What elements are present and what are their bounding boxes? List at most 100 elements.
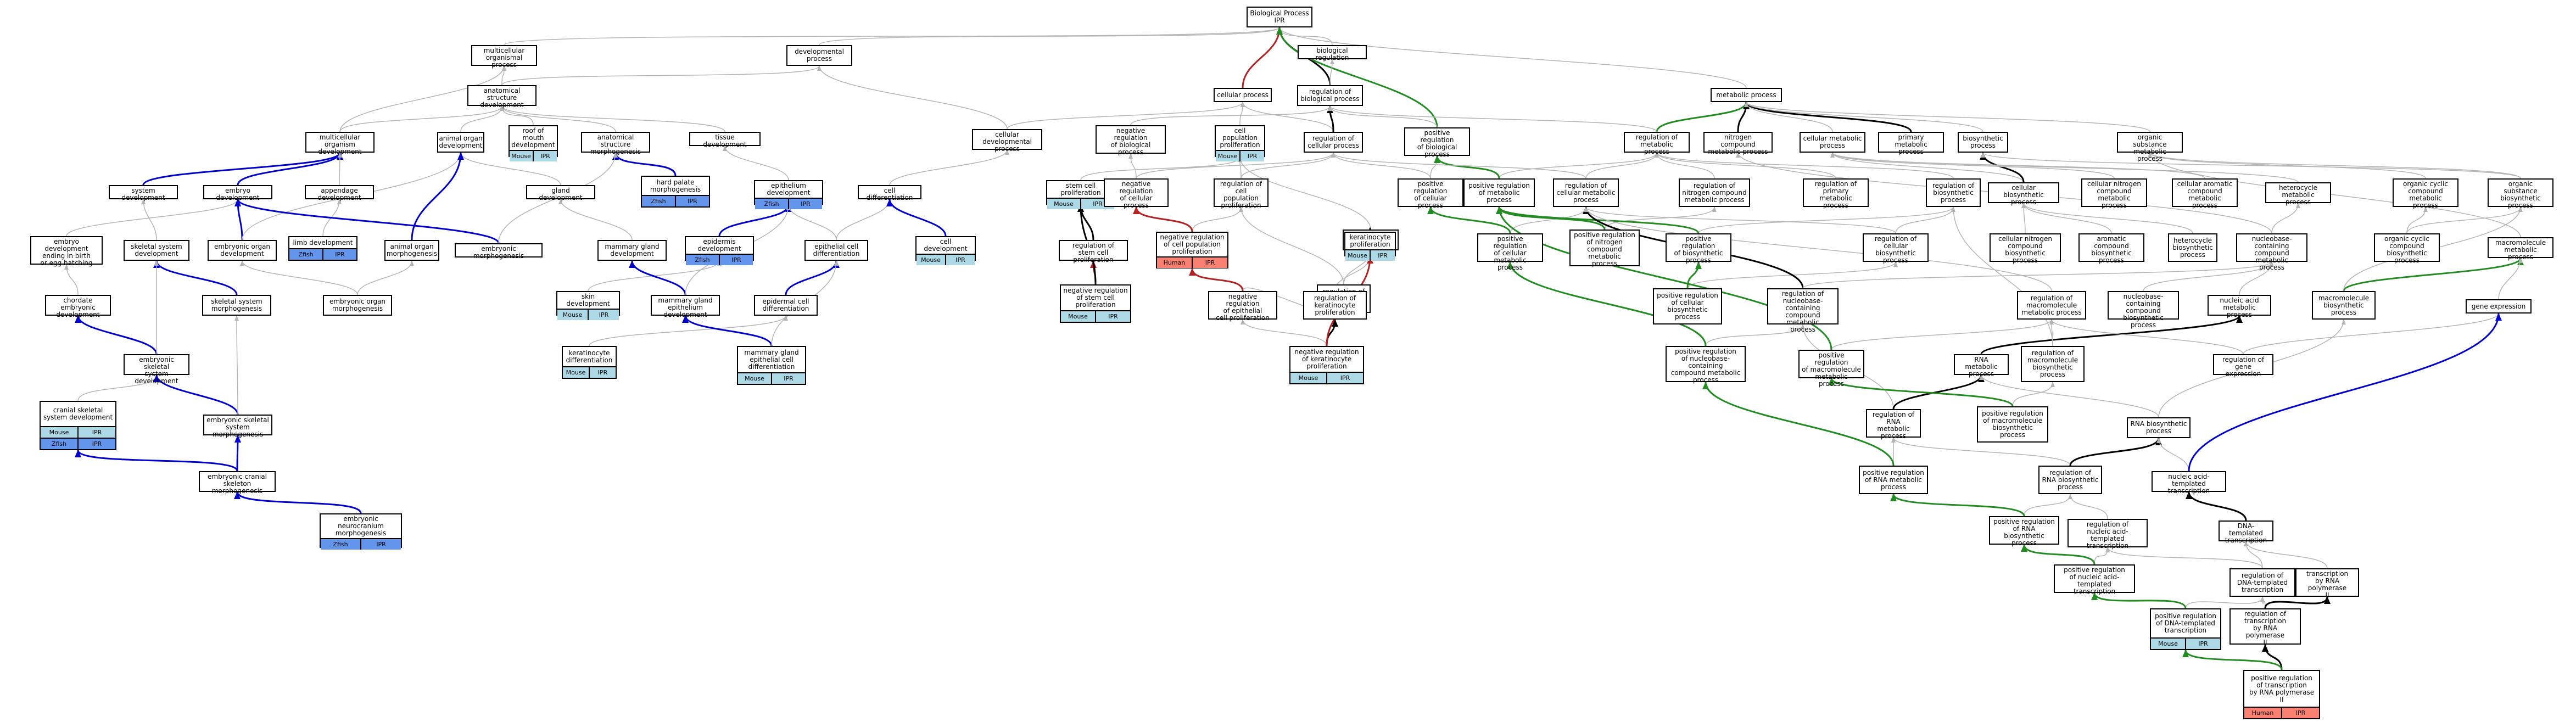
go-term-node[interactable]: cell differentiation: [858, 185, 921, 202]
go-term-node[interactable]: regulation of nucleobase-containing comp…: [1767, 288, 1839, 333]
go-term-node[interactable]: positive regulation of biological proces…: [1404, 127, 1470, 158]
go-term-node[interactable]: negative regulation of stem cell prolife…: [1060, 284, 1131, 323]
go-term-node[interactable]: animal organ morphogenesis: [384, 240, 439, 261]
go-term-node[interactable]: Biological Process IPR: [1247, 7, 1312, 27]
go-term-node[interactable]: animal organ development: [437, 132, 484, 153]
go-term-node[interactable]: heterocycle metabolic process: [2265, 182, 2331, 206]
go-term-node[interactable]: system development: [109, 185, 178, 202]
go-term-node[interactable]: positive regulation of nitrogen compound…: [1569, 230, 1640, 267]
go-term-node[interactable]: organic cyclic compound biosynthetic pro…: [2374, 233, 2440, 264]
go-term-node[interactable]: metabolic process: [1711, 88, 1782, 102]
go-term-node[interactable]: regulation of transcription by RNA polym…: [2229, 608, 2301, 646]
go-term-node[interactable]: cellular biosynthetic process: [1988, 182, 2059, 206]
go-term-node[interactable]: regulation of RNA metabolic process: [1866, 409, 1921, 440]
go-term-node[interactable]: regulation of macromolecule metabolic pr…: [2017, 291, 2086, 320]
go-term-node[interactable]: regulation of nitrogen compound metaboli…: [1679, 178, 1750, 207]
go-term-node[interactable]: regulation of nucleic acid-templated tra…: [2067, 519, 2148, 550]
go-term-node[interactable]: regulation of metabolic process: [1624, 132, 1690, 155]
go-term-node[interactable]: regulation of cellular metabolic process: [1553, 178, 1619, 207]
go-term-node[interactable]: mammary gland epithelium development: [651, 295, 720, 318]
go-term-node[interactable]: anatomical structure morphogenesis: [581, 132, 650, 155]
go-term-node[interactable]: gene expression: [2466, 299, 2532, 314]
go-term-node[interactable]: nucleic acid-templated transcription: [2152, 471, 2226, 495]
go-term-node[interactable]: organic substance biosynthetic process: [2488, 178, 2553, 209]
go-term-node[interactable]: nucleobase-containing compound biosynthe…: [2108, 291, 2179, 329]
go-term-node[interactable]: regulation of RNA biosynthetic process: [2038, 466, 2102, 494]
go-term-node[interactable]: regulation of cell population proliferat…: [1214, 178, 1269, 209]
go-term-node[interactable]: primary metabolic process: [1878, 132, 1944, 155]
go-term-node[interactable]: positive regulation of RNA biosynthetic …: [1989, 516, 2059, 547]
go-term-node[interactable]: tissue development: [689, 132, 761, 148]
go-term-node[interactable]: embryonic skeletal system morphogenesis: [203, 415, 272, 438]
go-term-node[interactable]: embryo development ending in birth or eg…: [30, 236, 103, 267]
go-term-node[interactable]: chordate embryonic development: [45, 295, 111, 318]
go-term-node[interactable]: positive regulation of cellular biosynth…: [1653, 288, 1722, 324]
go-term-node[interactable]: positive regulation of macromolecule bio…: [1977, 406, 2048, 443]
go-term-node[interactable]: skeletal system development: [124, 240, 189, 261]
go-term-node[interactable]: organic cyclic compound metabolic proces…: [2393, 178, 2458, 209]
go-term-node[interactable]: RNA metabolic process: [1954, 354, 2009, 378]
go-term-node[interactable]: cellular metabolic process: [1800, 132, 1865, 153]
go-term-node[interactable]: biological regulation: [1298, 45, 1367, 61]
go-term-node[interactable]: biosynthetic process: [1958, 132, 2008, 153]
go-term-node[interactable]: nucleic acid metabolic process: [2208, 295, 2271, 318]
go-term-node[interactable]: negative regulation of cellular process: [1104, 178, 1169, 209]
go-term-node[interactable]: mammary gland development: [597, 240, 667, 261]
go-term-node[interactable]: regulation of biological process: [1297, 85, 1363, 106]
go-term-node[interactable]: negative regulation of biological proces…: [1096, 125, 1166, 156]
go-term-node[interactable]: regulation of primary metabolic process: [1803, 178, 1869, 209]
go-term-node[interactable]: developmental process: [786, 45, 852, 66]
go-term-node[interactable]: embryo development: [203, 185, 272, 202]
go-term-node[interactable]: cellular aromatic compound metabolic pro…: [2172, 178, 2238, 209]
go-term-node[interactable]: positive regulation of nucleic acid-temp…: [2054, 564, 2135, 595]
go-term-node[interactable]: organic substance metabolic process: [2117, 132, 2183, 163]
go-term-node[interactable]: positive regulation of DNA-templated tra…: [2150, 608, 2221, 650]
go-term-node[interactable]: transcription by RNA polymerase II: [2295, 568, 2359, 599]
go-term-node[interactable]: regulation of cellular biosynthetic proc…: [1863, 233, 1929, 264]
go-term-node[interactable]: positive regulation of metabolic process: [1463, 178, 1535, 207]
go-term-node[interactable]: macromolecule biosynthetic process: [2312, 291, 2376, 320]
go-term-node[interactable]: cellular nitrogen compound metabolic pro…: [2081, 178, 2147, 209]
go-term-node[interactable]: regulation of DNA-templated transcriptio…: [2229, 568, 2295, 597]
go-term-node[interactable]: positive regulation of RNA metabolic pro…: [1859, 466, 1928, 494]
go-term-node[interactable]: epithelial cell differentiation: [804, 240, 868, 261]
go-term-node[interactable]: embryonic organ morphogenesis: [323, 295, 392, 316]
go-term-node[interactable]: heterocycle biosynthetic process: [2168, 233, 2217, 262]
go-term-node[interactable]: negative regulation of cell population p…: [1156, 232, 1228, 268]
go-term-node[interactable]: cellular developmental process: [972, 129, 1042, 153]
go-term-node[interactable]: appendage development: [305, 185, 374, 202]
go-term-node[interactable]: positive regulation of cellular process: [1398, 178, 1463, 209]
go-term-node[interactable]: nucleobase-containing compound metabolic…: [2236, 233, 2307, 271]
go-term-node[interactable]: embryonic organ development: [208, 240, 277, 261]
go-term-node[interactable]: regulation of macromolecule biosynthetic…: [2021, 346, 2085, 382]
go-term-node[interactable]: negative regulation of epithelial cell p…: [1208, 291, 1277, 322]
go-term-node[interactable]: positive regulation of macromolecule met…: [1798, 350, 1864, 388]
go-term-node[interactable]: skeletal system morphogenesis: [202, 295, 271, 316]
go-term-node[interactable]: regulation of cellular process: [1304, 132, 1363, 153]
go-term-node[interactable]: regulation of gene expression: [2213, 354, 2273, 378]
go-term-node[interactable]: cellular nitrogen compound biosynthetic …: [1990, 233, 2061, 264]
go-term-node[interactable]: positive regulation of nucleobase-contai…: [1666, 346, 1746, 384]
go-term-node[interactable]: positive regulation of transcription by …: [2243, 670, 2320, 719]
go-term-node[interactable]: negative regulation of keratinocyte prol…: [1289, 346, 1364, 384]
go-term-node[interactable]: macromolecule metabolic process: [2488, 237, 2553, 261]
go-term-node[interactable]: DNA-templated transcription: [2219, 520, 2273, 544]
go-term-node[interactable]: epidermal cell differentiation: [754, 295, 818, 316]
go-term-node[interactable]: embryonic morphogenesis: [455, 243, 543, 260]
go-term-node[interactable]: positive regulation of biosynthetic proc…: [1666, 233, 1731, 264]
go-term-node[interactable]: regulation of keratinocyte proliferation: [1303, 291, 1367, 320]
go-term-node[interactable]: regulation of biosynthetic process: [1926, 178, 1981, 207]
go-term-node[interactable]: embryonic skeletal system development: [124, 354, 189, 385]
go-term-node[interactable]: mammary gland epithelial cell differenti…: [737, 346, 806, 385]
